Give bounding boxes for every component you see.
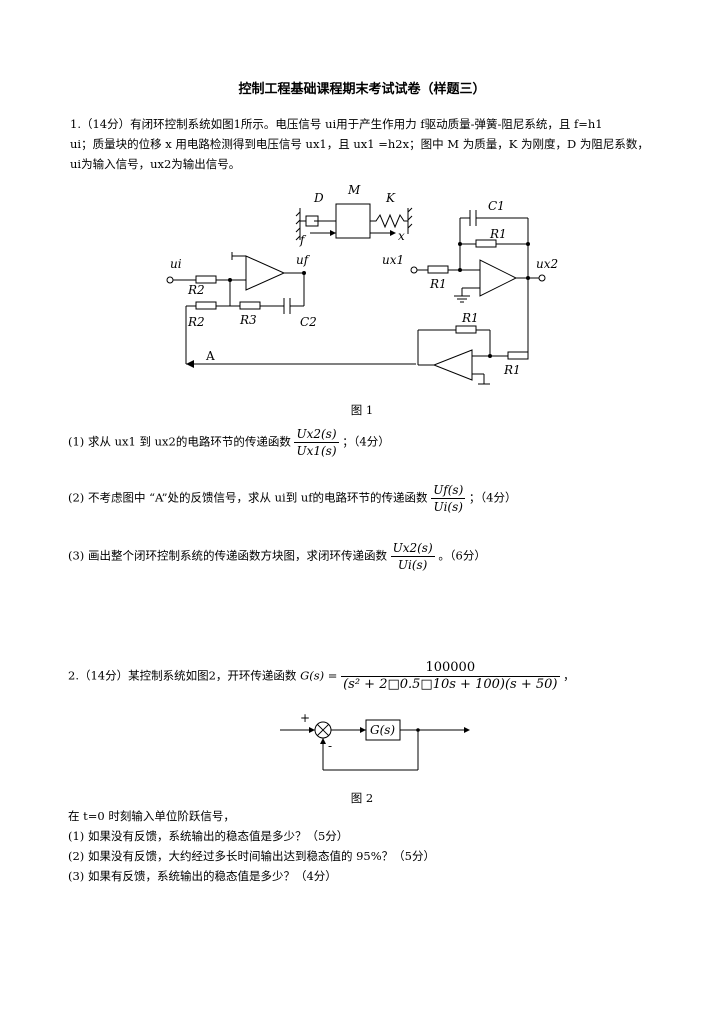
q1-sub-1: (1) 求从 ux1 到 ux2的电路环节的传递函数 Ux2(s) Ux1(s)… <box>68 426 668 459</box>
resistor-r2-bottom <box>195 301 217 310</box>
label-R1-inverter-fb: R1 <box>461 311 479 325</box>
q1-sub-1-score: ；（4分） <box>342 434 390 449</box>
plus-sign: + <box>300 711 310 725</box>
resistor-r1-inverter-fb <box>455 325 477 334</box>
q1-sub-3: (3) 画出整个闭环控制系统的传递函数方块图，求闭环传递函数 Ux2(s) Ui… <box>68 540 688 573</box>
mass-block <box>335 203 371 239</box>
q1-sub-1-fraction: Ux2(s) Ux1(s) <box>294 426 339 459</box>
q1-sub-2-text: (2) 不考虑图中 “A”处的反馈信号，求从 ui到 uf的电路环节的传递函数 <box>68 490 428 505</box>
label-M: M <box>347 183 361 197</box>
q2-intro: 2.（14分）某控制系统如图2，开环传递函数 G(s) = 100000 (s²… <box>68 660 688 693</box>
q2-questions: 在 t=0 时刻输入单位阶跃信号， (1) 如果没有反馈，系统输出的稳态值是多少… <box>68 806 688 886</box>
q1-sub-2: (2) 不考虑图中 “A”处的反馈信号，求从 ui到 uf的电路环节的传递函数 … <box>68 482 688 515</box>
opamp-2 <box>479 259 518 297</box>
q1-sub-1-text: (1) 求从 ux1 到 ux2的电路环节的传递函数 <box>68 434 291 449</box>
q2-input-line: 在 t=0 时刻输入单位阶跃信号， <box>68 809 235 823</box>
label-R3: R3 <box>239 313 257 327</box>
q1-sub-3-text: (3) 画出整个闭环控制系统的传递函数方块图，求闭环传递函数 <box>68 548 387 563</box>
q1-line-1: 1.（14分）有闭环控制系统如图1所示。电压信号 ui用于产生作用力 f驱动质量… <box>70 117 603 131</box>
figure-1-circuit: D M K f x C1 R1 ui uf ux1 ux2 R1 R2 R2 R… <box>166 183 558 385</box>
q1-sub-3-fraction: Ux2(s) Ui(s) <box>390 540 435 573</box>
q1-line-2: ui；质量块的位移 x 用电路检测得到电压信号 ux1，且 ux1 =h2x；图… <box>70 137 649 151</box>
label-D: D <box>313 191 324 205</box>
q1-sub-3-score: 。（6分） <box>438 548 486 563</box>
q2-G-lhs: G(s) = <box>300 668 338 683</box>
q1-sub-2-score: ；（4分） <box>468 490 517 505</box>
q1-sub-2-numerator: Uf(s) <box>431 483 466 499</box>
spring <box>370 213 408 229</box>
resistor-r1-inverter-in <box>507 351 529 360</box>
q2-sub-3: (3) 如果有反馈，系统输出的稳态值是多少？（4分） <box>68 869 337 883</box>
resistor-r2-top <box>195 275 217 284</box>
figure-1-caption: 图 1 <box>350 403 374 417</box>
q1-line-3: ui为输入信号，ux2为输出信号。 <box>70 157 241 171</box>
label-R1-input: R1 <box>429 277 447 291</box>
q2-line-1: 2.（14分）某控制系统如图2，开环传递函数 <box>68 668 297 683</box>
label-R1-feedback: R1 <box>489 227 507 241</box>
q1-sub-2-denominator: Ui(s) <box>433 500 463 514</box>
q2-G-fraction: 100000 (s² + 2□0.5□10s + 100)(s + 50) <box>341 660 560 693</box>
opamp-3 <box>432 349 473 381</box>
q2-sub-1: (1) 如果没有反馈，系统输出的稳态值是多少？（5分） <box>68 829 349 843</box>
label-R1-inverter-in: R1 <box>503 363 521 377</box>
minus-sign: - <box>328 739 332 753</box>
label-x: x <box>398 229 405 243</box>
page-title: 控制工程基础课程期末考试试卷（样题三） <box>238 82 486 97</box>
q2-G-tail: ， <box>563 668 575 683</box>
label-C1: C1 <box>488 199 505 213</box>
block-G-label: G(s) <box>370 723 395 737</box>
label-uf: uf <box>296 253 311 267</box>
label-C2: C2 <box>300 315 317 329</box>
opamp-1 <box>245 255 286 291</box>
label-ux1: ux1 <box>382 253 404 267</box>
label-R2-top: R2 <box>187 283 205 297</box>
label-ui: ui <box>170 257 182 271</box>
q2-G-denominator: (s² + 2□0.5□10s + 100)(s + 50) <box>343 677 558 692</box>
label-K: K <box>385 191 396 205</box>
q1-sub-3-numerator: Ux2(s) <box>390 541 435 557</box>
label-ux2: ux2 <box>536 257 558 271</box>
resistor-r3 <box>239 301 261 310</box>
q2-sub-2: (2) 如果没有反馈，大约经过多长时间输出达到稳态值的 95%？（5分） <box>68 849 435 863</box>
resistor-r1-feedback <box>475 239 497 248</box>
figure-2-caption: 图 2 <box>350 791 374 805</box>
q2-G-numerator: 100000 <box>341 660 560 677</box>
resistor-r1-input <box>427 265 449 274</box>
figure-2-block-diagram: + - G(s) <box>280 711 470 771</box>
label-R2-bottom: R2 <box>187 315 205 329</box>
label-A: A <box>205 349 215 363</box>
label-f: f <box>299 233 307 247</box>
q1-sub-3-denominator: Ui(s) <box>397 558 428 572</box>
q1-paragraph: 1.（14分）有闭环控制系统如图1所示。电压信号 ui用于产生作用力 f驱动质量… <box>70 114 670 174</box>
q1-sub-2-fraction: Uf(s) Ui(s) <box>431 482 466 515</box>
q1-sub-1-denominator: Ux1(s) <box>296 444 337 458</box>
q1-sub-1-numerator: Ux2(s) <box>294 427 339 443</box>
